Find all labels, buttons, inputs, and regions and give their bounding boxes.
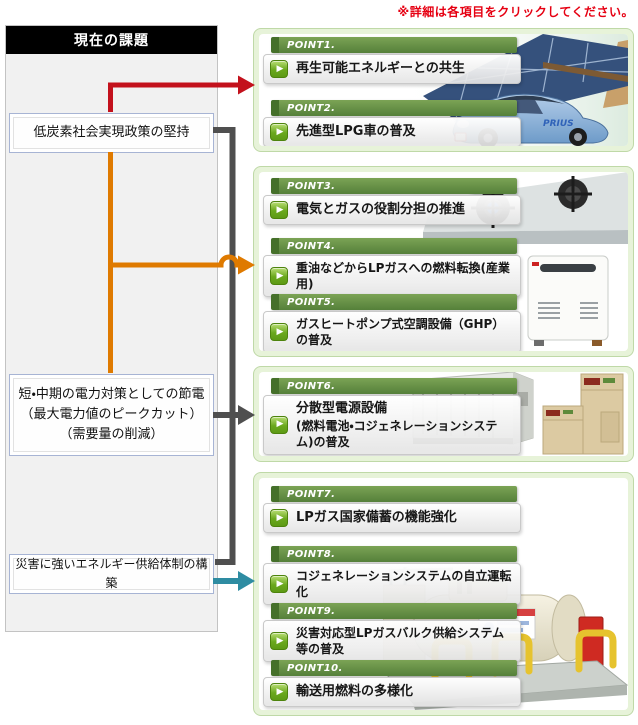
point-9-label: POINT9.	[271, 603, 517, 619]
point-3-button[interactable]: ▶ 電気とガスの役割分担の推進	[263, 195, 521, 225]
issue-box-inner: 短・中期の電力対策としての節電 （最大電力値のピークカット） （需要量の削減）	[13, 378, 210, 452]
point-4-label: POINT4.	[271, 238, 517, 254]
panel-inner: PRIUS POINT1. ▶ 再生可能エネルギーとの共生 POINT2. ▶ …	[259, 34, 628, 146]
point-10-button[interactable]: ▶ 輸送用燃料の多様化	[263, 677, 521, 707]
point-8[interactable]: POINT8. ▶ コジェネレーションシステムの自立運転化	[263, 546, 525, 606]
point-2[interactable]: POINT2. ▶ 先進型LPG車の普及	[263, 100, 525, 146]
panel-distributed-power: POINT6. ▶ 分散型電源設備 (燃料電池・コジェネレーションシステム)の普…	[253, 366, 634, 462]
point-5-label: POINT5.	[271, 294, 517, 310]
green-arrow-icon: ▶	[270, 415, 288, 434]
point-5[interactable]: POINT5. ▶ ガスヒートポンプ式空調設備（GHP）の普及	[263, 294, 525, 351]
issue-text: 災害に強いエネルギー供給体制の構築	[15, 557, 208, 590]
point-4-button[interactable]: ▶ 重油などからLPガスへの燃料転換(産業用)	[263, 255, 521, 298]
point-1[interactable]: POINT1. ▶ 再生可能エネルギーとの共生	[263, 37, 525, 84]
point-8-button[interactable]: ▶ コジェネレーションシステムの自立運転化	[263, 563, 521, 606]
green-arrow-icon: ▶	[270, 323, 288, 342]
point-8-label: POINT8.	[271, 546, 517, 562]
issue-text: 短・中期の電力対策としての節電	[18, 386, 205, 402]
point-10[interactable]: POINT10. ▶ 輸送用燃料の多様化	[263, 660, 525, 707]
roof-beam	[543, 62, 628, 82]
point-2-text: 先進型LPG車の普及	[296, 124, 416, 140]
point-7[interactable]: POINT7. ▶ LPガス国家備蓄の機能強化	[263, 486, 525, 533]
panel-renewable-and-lpg-car: PRIUS POINT1. ▶ 再生可能エネルギーとの共生 POINT2. ▶ …	[253, 28, 634, 152]
ghp-pipe	[592, 340, 602, 346]
issue-box-power-saving: 短・中期の電力対策としての節電 （最大電力値のピークカット） （需要量の削減）	[9, 374, 214, 456]
panel-disaster-supply: POINT7. ▶ LPガス国家備蓄の機能強化 POINT8. ▶ コジェネレー…	[253, 472, 634, 716]
point-7-label: POINT7.	[271, 486, 517, 502]
click-instruction-note: ※詳細は各項目をクリックしてください。	[397, 5, 634, 19]
point-5-button[interactable]: ▶ ガスヒートポンプ式空調設備（GHP）の普及	[263, 311, 521, 351]
point-4-text: 重油などからLPガスへの燃料転換(産業用)	[296, 261, 510, 292]
point-9-button[interactable]: ▶ 災害対応型LPガスバルク供給システム等の普及	[263, 620, 521, 663]
point-9-text: 災害対応型LPガスバルク供給システム等の普及	[296, 626, 505, 657]
panel-inner: POINT3. ▶ 電気とガスの役割分担の推進 POINT4. ▶ 重油などから…	[259, 172, 628, 351]
point-7-text: LPガス国家備蓄の機能強化	[296, 510, 457, 526]
issue-box-disaster-resilience: 災害に強いエネルギー供給体制の構築	[9, 554, 214, 594]
issue-box-inner: 災害に強いエネルギー供給体制の構築	[13, 557, 210, 590]
panel-inner: POINT6. ▶ 分散型電源設備 (燃料電池・コジェネレーションシステム)の普…	[259, 372, 628, 456]
ghp-unit-photo	[527, 255, 609, 346]
point-1-button[interactable]: ▶ 再生可能エネルギーとの共生	[263, 54, 521, 84]
issue-box-inner: 低炭素社会実現政策の堅持	[13, 117, 210, 149]
point-9[interactable]: POINT9. ▶ 災害対応型LPガスバルク供給システム等の普及	[263, 603, 525, 663]
point-8-text: コジェネレーションシステムの自立運転化	[296, 569, 512, 600]
ghp-foot	[534, 340, 544, 346]
panel-inner: POINT7. ▶ LPガス国家備蓄の機能強化 POINT8. ▶ コジェネレー…	[259, 478, 628, 710]
point-6-button[interactable]: ▶ 分散型電源設備 (燃料電池・コジェネレーションシステム)の普及	[263, 395, 521, 455]
point-3-label: POINT3.	[271, 178, 517, 194]
point-5-text: ガスヒートポンプ式空調設備（GHP）の普及	[296, 317, 505, 348]
fuel-cell-units	[542, 373, 624, 455]
issue-text: 低炭素社会実現政策の堅持	[33, 124, 190, 140]
green-arrow-icon: ▶	[270, 632, 288, 651]
car-brand-text: PRIUS	[543, 119, 574, 129]
point-2-button[interactable]: ▶ 先進型LPG車の普及	[263, 117, 521, 146]
point-1-text: 再生可能エネルギーとの共生	[296, 61, 465, 77]
point-3-text: 電気とガスの役割分担の推進	[296, 202, 466, 218]
issue-text: （需要量の削減）	[59, 427, 164, 443]
point-2-label: POINT2.	[271, 100, 517, 116]
issues-column: 現在の課題 低炭素社会実現政策の堅持 短・中期の電力対策としての節電 （最大電力…	[5, 25, 218, 632]
issue-box-low-carbon: 低炭素社会実現政策の堅持	[9, 113, 214, 153]
green-arrow-icon: ▶	[270, 267, 288, 286]
point-4[interactable]: POINT4. ▶ 重油などからLPガスへの燃料転換(産業用)	[263, 238, 525, 298]
issues-column-header: 現在の課題	[6, 26, 217, 54]
point-6-label: POINT6.	[271, 378, 517, 394]
ghp-vent-slot	[540, 264, 596, 272]
point-10-text: 輸送用燃料の多様化	[296, 684, 414, 700]
issue-text: （最大電力値のピークカット）	[20, 406, 203, 422]
point-6-text-line2: (燃料電池・コジェネレーションシステム)の普及	[296, 418, 498, 449]
point-6[interactable]: POINT6. ▶ 分散型電源設備 (燃料電池・コジェネレーションシステム)の普…	[263, 378, 525, 455]
point-6-text-line1: 分散型電源設備	[296, 401, 388, 416]
ghp-brand-mark	[532, 262, 539, 266]
green-arrow-icon: ▶	[270, 123, 288, 141]
point-10-label: POINT10.	[271, 660, 517, 676]
point-3[interactable]: POINT3. ▶ 電気とガスの役割分担の推進	[263, 178, 525, 225]
ghp-vent-dots	[538, 302, 598, 319]
green-arrow-icon: ▶	[270, 201, 288, 219]
point-1-label: POINT1.	[271, 37, 517, 53]
green-arrow-icon: ▶	[270, 509, 288, 527]
green-arrow-icon: ▶	[270, 60, 288, 78]
panel-gas-utilization: POINT3. ▶ 電気とガスの役割分担の推進 POINT4. ▶ 重油などから…	[253, 166, 634, 357]
green-arrow-icon: ▶	[270, 683, 288, 701]
point-7-button[interactable]: ▶ LPガス国家備蓄の機能強化	[263, 503, 521, 533]
green-arrow-icon: ▶	[270, 575, 288, 594]
